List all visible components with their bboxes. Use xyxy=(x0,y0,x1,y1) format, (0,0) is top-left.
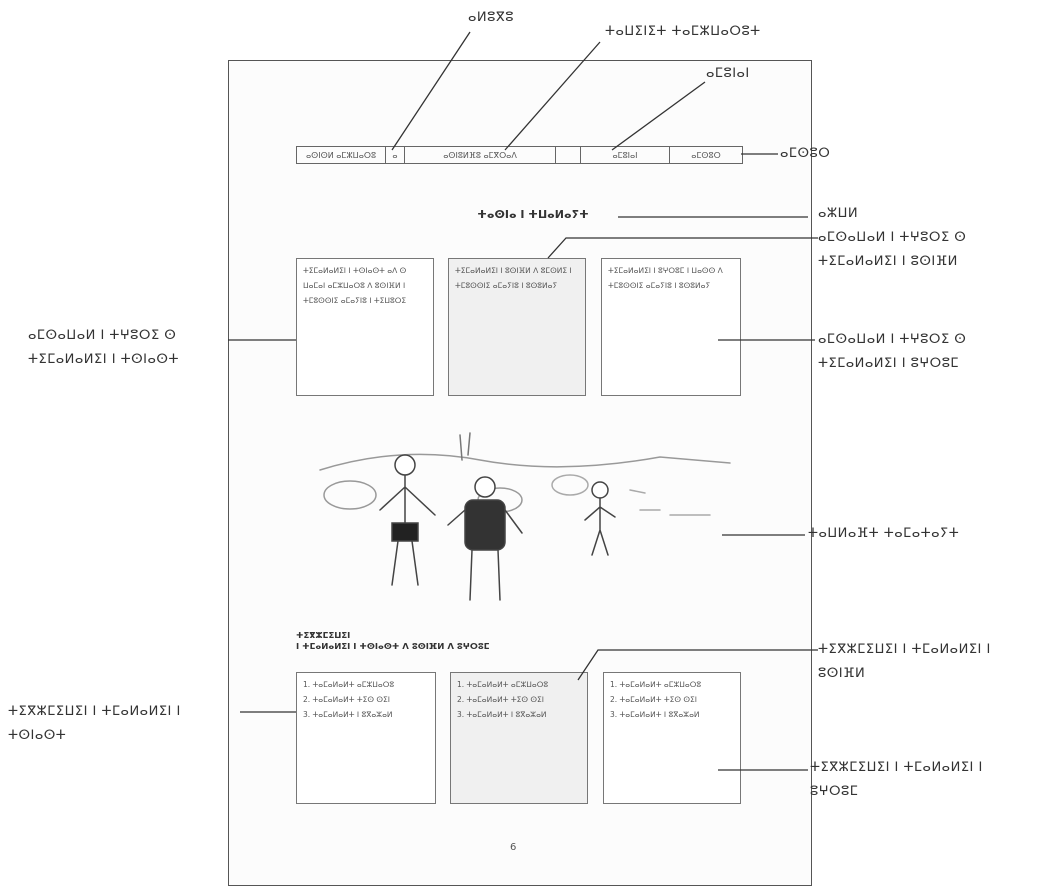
mockup-illustration xyxy=(319,432,731,601)
caption-line-1: ⵜⵉⴳⵣⵎⵉⵡⵉⵏ xyxy=(296,631,351,641)
callout-list-left-1: ⵜⵉⴳⵣⵎⵉⵡⵉⵏ ⵏ ⵜⵎⴰⵍⴰⵍⵉⵏ ⵏ xyxy=(8,704,181,719)
mockup-list-box-right: 1. ⵜⴰⵎⴰⵍⴰⵍⵜ ⴰⵎⵣⵡⴰⵔⵓ 2. ⵜⴰⵎⴰⵍⴰⵍⵜ ⵜⵉⵙ ⵙⵉⵏ … xyxy=(603,672,741,804)
leader-sections xyxy=(611,81,706,151)
mockup-page-number: 6 xyxy=(510,842,517,853)
nav-cell-5: ⴰⵎⵓⵏⴰⵏ xyxy=(581,147,670,163)
callout-list-left-2: ⵜⵙⵏⴰⵙⵜ xyxy=(8,728,67,743)
callout-list-middle-2: ⵓⵙⵏⴼⵍ xyxy=(818,666,866,681)
mockup-text-box-left: ⵜⵉⵎⴰⵍⴰⵍⵉⵏ ⵏ ⵜⵙⵏⴰⵙⵜ ⴰⴷ ⵙ ⵡⴰⵎⴰⵏ ⴰⵎⵣⵡⴰⵔⵓ ⴷ … xyxy=(296,258,434,396)
mockup-list-caption: ⵜⵉⴳⵣⵎⵉⵡⵉⵏ ⵏ ⵜⵎⴰⵍⴰⵍⵉⵏ ⵏ ⵜⵙⵏⴰⵙⵜ ⴷ ⵓⵙⵏⴼⵍ ⴷ … xyxy=(296,631,596,653)
callout-primary-heading: ⵜⴰⵡⵉⵏⵉⵜ ⵜⴰⵎⵣⵡⴰⵔⵓⵜ xyxy=(605,24,761,39)
callout-box-right-1: ⴰⵎⵙⴰⵡⴰⵍ ⵏ ⵜⵖⵓⵔⵉ ⵙ xyxy=(818,332,967,347)
callout-list-middle-1: ⵜⵉⴳⵣⵎⵉⵡⵉⵏ ⵏ ⵜⵎⴰⵍⴰⵍⵉⵏ ⵏ xyxy=(818,642,991,657)
callout-box-left-1: ⴰⵎⵙⴰⵡⴰⵍ ⵏ ⵜⵖⵓⵔⵉ ⵙ xyxy=(28,328,177,343)
callout-box-middle-1: ⴰⵎⵙⴰⵡⴰⵍ ⵏ ⵜⵖⵓⵔⵉ ⵙ xyxy=(818,230,967,245)
mockup-page-title: ⵜⴰⵙⵏⴰ ⵏ ⵜⵡⴰⵍⴰⵢⵜ xyxy=(477,208,589,221)
callout-image: ⵜⴰⵡⵍⴰⴼⵜ ⵜⴰⵎⴰⵜⴰⵢⵜ xyxy=(808,526,960,541)
callout-box-right-2: ⵜⵉⵎⴰⵍⴰⵍⵉⵏ ⵏ ⵓⵖⵔⵓⵎ xyxy=(818,356,960,371)
mockup-text-box-right: ⵜⵉⵎⴰⵍⴰⵍⵉⵏ ⵏ ⵓⵖⵔⵓⵎ ⵏ ⵡⴰⵙⵙ ⴷ ⵜⵎⵓⵙⵙⵏⵉ ⴰⵎⴰⵢⵏ… xyxy=(601,258,741,396)
callout-list-right-1: ⵜⵉⴳⵣⵎⵉⵡⵉⵏ ⵏ ⵜⵎⴰⵍⴰⵍⵉⵏ ⵏ xyxy=(810,760,983,775)
mockup-list-box-left: 1. ⵜⴰⵎⴰⵍⴰⵍⵜ ⴰⵎⵣⵡⴰⵔⵓ 2. ⵜⴰⵎⴰⵍⴰⵍⵜ ⵜⵉⵙ ⵙⵉⵏ … xyxy=(296,672,436,804)
nav-cell-2: ⴰ xyxy=(386,147,405,163)
nav-cell-1: ⴰⵙⵏⵙⵍ ⴰⵎⵣⵡⴰⵔⵓ xyxy=(297,147,386,163)
callout-nav: ⴰⵎⵙⵓⵔ xyxy=(780,146,831,161)
callout-logo: ⴰⵍⵓⴳⵓ xyxy=(468,10,514,25)
callout-box-middle-2: ⵜⵉⵎⴰⵍⴰⵍⵉⵏ ⵏ ⵓⵙⵏⴼⵍ xyxy=(818,254,958,269)
nav-cell-4 xyxy=(556,147,581,163)
callout-list-right-2: ⵓⵖⵔⵓⵎ xyxy=(810,784,859,799)
mockup-nav-bar: ⴰⵙⵏⵙⵍ ⴰⵎⵣⵡⴰⵔⵓ ⴰ ⴰⵙⵏⵓⵍⴼⵓ ⴰⵎⴳⵔⴰⴷ ⴰⵎⵓⵏⴰⵏ ⴰⵎ… xyxy=(296,146,743,164)
callout-sections: ⴰⵎⵓⵏⴰⵏ xyxy=(706,66,750,81)
mockup-list-box-middle: 1. ⵜⴰⵎⴰⵍⴰⵍⵜ ⴰⵎⵣⵡⴰⵔⵓ 2. ⵜⴰⵎⴰⵍⴰⵍⵜ ⵜⵉⵙ ⵙⵉⵏ … xyxy=(450,672,588,804)
callout-title: ⴰⵣⵡⵍ xyxy=(818,206,859,221)
mockup-text-box-middle: ⵜⵉⵎⴰⵍⴰⵍⵉⵏ ⵏ ⵓⵙⵏⴼⵍ ⴷ ⵓⵎⵙⵍⵉ ⵏ ⵜⵎⵓⵙⵙⵏⵉ ⴰⵎⴰⵢ… xyxy=(448,258,586,396)
leader-logo xyxy=(391,31,471,151)
callout-box-left-2: ⵜⵉⵎⴰⵍⴰⵍⵉⵏ ⵏ ⵜⵙⵏⴰⵙⵜ xyxy=(28,352,179,367)
caption-line-2: ⵏ ⵜⵎⴰⵍⴰⵍⵉⵏ ⵏ ⵜⵙⵏⴰⵙⵜ ⴷ ⵓⵙⵏⴼⵍ ⴷ ⵓⵖⵔⵓⵎ xyxy=(296,642,490,652)
nav-cell-6: ⴰⵎⵙⵓⵔ xyxy=(691,150,721,160)
leader-list-middle xyxy=(577,649,818,681)
nav-cell-3: ⴰⵙⵏⵓⵍⴼⵓ ⴰⵎⴳⵔⴰⴷ xyxy=(405,147,556,163)
leader-box-middle xyxy=(547,237,818,259)
leader-primary-heading xyxy=(504,41,601,151)
